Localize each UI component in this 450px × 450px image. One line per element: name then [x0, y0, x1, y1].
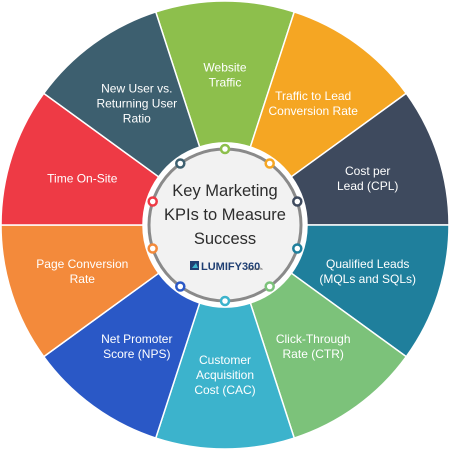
segment-label-4: Qualified Leads(MQLs and SQLs) [319, 257, 416, 286]
segment-label-2-line-1: Traffic to Lead [275, 89, 351, 103]
hub-ring [147, 147, 303, 303]
hub-dot-5 [264, 281, 275, 292]
hub-dot-2 [264, 158, 275, 169]
hub-dot-3 [292, 196, 303, 207]
hub-dot-9 [147, 196, 158, 207]
segment-label-10-line-2: Returning User [96, 97, 177, 111]
lumify360-logo: LUMIFY360 by Ahrefs [190, 261, 263, 273]
segment-label-4-line-2: (MQLs and SQLs) [319, 272, 416, 286]
hub-dots-group [147, 143, 303, 307]
segment-label-1-line-1: Website [203, 61, 246, 75]
segment-label-7-line-2: Score (NPS) [103, 347, 170, 361]
center-title-line-3: Success [194, 230, 256, 248]
segment-label-5-line-1: Click-Through [276, 332, 351, 346]
hub-dot-10 [175, 158, 186, 169]
logo-tagline: by Ahrefs [248, 267, 263, 271]
segment-label-9-line-1: Time On-Site [47, 172, 118, 186]
segment-label-9: Time On-Site [47, 172, 118, 186]
center-hub: Key Marketing KPIs to Measure Success LU… [143, 143, 307, 307]
segment-label-8-line-1: Page Conversion [36, 257, 128, 271]
segment-label-3-line-2: Lead (CPL) [337, 179, 398, 193]
segment-label-1-line-2: Traffic [209, 76, 242, 90]
logo-mark-accent [192, 263, 198, 268]
segment-label-6-line-3: Cost (CAC) [194, 383, 255, 397]
segment-label-10-line-3: Ratio [123, 112, 151, 126]
segment-label-10-line-1: New User vs. [101, 82, 172, 96]
segment-label-2-line-2: Conversion Rate [269, 104, 359, 118]
segment-label-5-line-2: Rate (CTR) [283, 347, 344, 361]
segment-label-6-line-1: Customer [199, 353, 251, 367]
segment-label-8-line-2: Rate [70, 272, 96, 286]
segment-label-4-line-1: Qualified Leads [326, 257, 409, 271]
hub-dot-4 [292, 243, 303, 254]
logo-brand: LUMIFY360 [201, 261, 260, 273]
center-title-line-2: KPIs to Measure [164, 206, 286, 224]
hub-dot-1 [219, 143, 231, 155]
hub-dot-7 [175, 281, 186, 292]
center-title-line-1: Key Marketing [172, 182, 277, 200]
segment-label-7-line-1: Net Promoter [101, 332, 172, 346]
hub-dot-6 [219, 295, 231, 307]
segment-label-3-line-1: Cost per [345, 164, 390, 178]
hub-dot-8 [147, 243, 158, 254]
segment-label-6-line-2: Acquisition [196, 368, 254, 382]
